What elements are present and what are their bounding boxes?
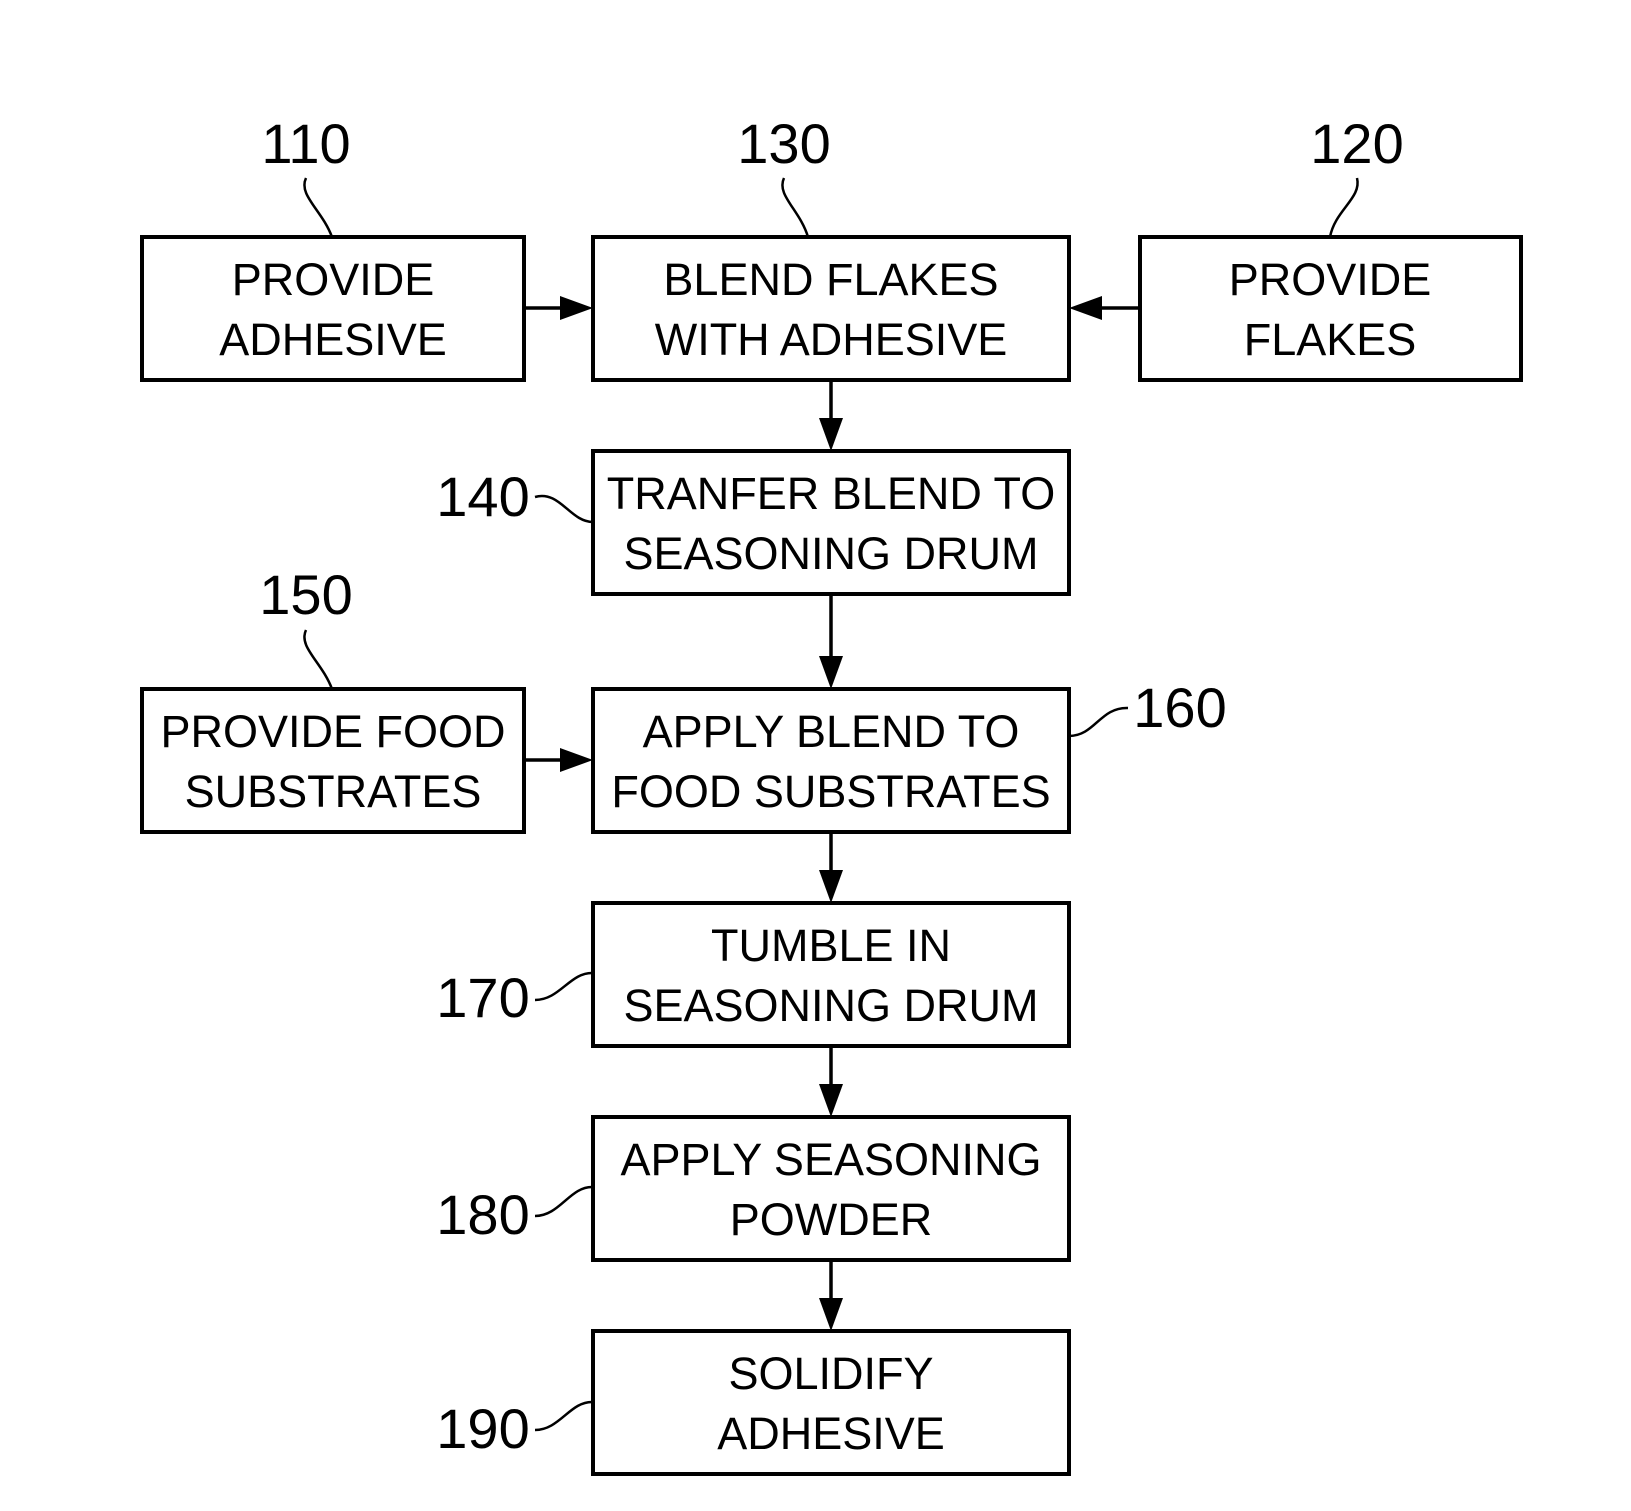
step-130-label-line1: BLEND FLAKES xyxy=(663,254,998,305)
ref-110-leader xyxy=(304,178,332,237)
ref-190-leader xyxy=(535,1402,593,1430)
ref-170-number: 170 xyxy=(436,966,529,1029)
arrow-130-to-140 xyxy=(819,380,843,451)
ref-140: 140 xyxy=(436,465,593,528)
step-190-label-line2: ADHESIVE xyxy=(717,1408,945,1459)
ref-130-number: 130 xyxy=(737,112,830,175)
ref-150-number: 150 xyxy=(259,563,352,626)
step-160-label-line1: APPLY BLEND TO xyxy=(643,706,1020,757)
ref-160: 160 xyxy=(1069,676,1227,739)
ref-140-leader xyxy=(535,496,593,522)
step-140-transfer-blend: TRANFER BLEND TO SEASONING DRUM xyxy=(593,451,1069,594)
step-190-label-line1: SOLIDIFY xyxy=(728,1348,933,1399)
ref-150-leader xyxy=(304,630,332,689)
step-130-blend-flakes: BLEND FLAKES WITH ADHESIVE xyxy=(593,237,1069,380)
arrow-180-to-190 xyxy=(819,1260,843,1331)
ref-110-number: 110 xyxy=(261,112,350,175)
step-170-tumble: TUMBLE IN SEASONING DRUM xyxy=(593,903,1069,1046)
ref-130: 130 xyxy=(737,112,830,237)
step-170-label-line1: TUMBLE IN xyxy=(711,920,951,971)
ref-190: 190 xyxy=(436,1397,593,1460)
step-160-label-line2: FOOD SUBSTRATES xyxy=(611,766,1050,817)
step-180-apply-seasoning: APPLY SEASONING POWDER xyxy=(593,1117,1069,1260)
ref-170-leader xyxy=(535,973,593,1000)
step-150-label-line2: SUBSTRATES xyxy=(185,766,482,817)
ref-150: 150 xyxy=(259,563,352,689)
ref-160-number: 160 xyxy=(1133,676,1226,739)
ref-170: 170 xyxy=(436,966,593,1029)
ref-190-number: 190 xyxy=(436,1397,529,1460)
step-110-provide-adhesive: PROVIDE ADHESIVE xyxy=(142,237,524,380)
ref-120-leader xyxy=(1330,178,1358,237)
arrow-110-to-130 xyxy=(524,296,593,320)
ref-180: 180 xyxy=(436,1183,593,1246)
step-150-label-line1: PROVIDE FOOD xyxy=(160,706,505,757)
step-130-label-line2: WITH ADHESIVE xyxy=(655,314,1008,365)
ref-180-leader xyxy=(535,1187,593,1216)
arrow-150-to-160 xyxy=(524,748,593,772)
step-170-label-line2: SEASONING DRUM xyxy=(623,980,1038,1031)
ref-120-number: 120 xyxy=(1310,112,1403,175)
step-180-label-line2: POWDER xyxy=(730,1194,933,1245)
step-120-label-line2: FLAKES xyxy=(1244,314,1417,365)
step-120-label-line1: PROVIDE xyxy=(1229,254,1432,305)
step-110-label-line2: ADHESIVE xyxy=(219,314,447,365)
ref-180-number: 180 xyxy=(436,1183,529,1246)
ref-130-leader xyxy=(782,178,808,237)
step-150-provide-food-substrates: PROVIDE FOOD SUBSTRATES xyxy=(142,689,524,832)
ref-140-number: 140 xyxy=(436,465,529,528)
step-180-label-line1: APPLY SEASONING xyxy=(621,1134,1042,1185)
step-140-label-line1: TRANFER BLEND TO xyxy=(607,468,1055,519)
step-190-solidify: SOLIDIFY ADHESIVE xyxy=(593,1331,1069,1474)
ref-110: 110 xyxy=(261,112,350,237)
step-160-apply-blend: APPLY BLEND TO FOOD SUBSTRATES xyxy=(593,689,1069,832)
arrow-140-to-160 xyxy=(819,594,843,689)
step-120-provide-flakes: PROVIDE FLAKES xyxy=(1140,237,1521,380)
ref-160-leader xyxy=(1069,708,1128,736)
ref-120: 120 xyxy=(1310,112,1403,237)
step-110-label-line1: PROVIDE xyxy=(232,254,435,305)
arrow-160-to-170 xyxy=(819,832,843,903)
arrow-170-to-180 xyxy=(819,1046,843,1117)
step-140-label-line2: SEASONING DRUM xyxy=(623,528,1038,579)
arrow-120-to-130 xyxy=(1069,296,1140,320)
